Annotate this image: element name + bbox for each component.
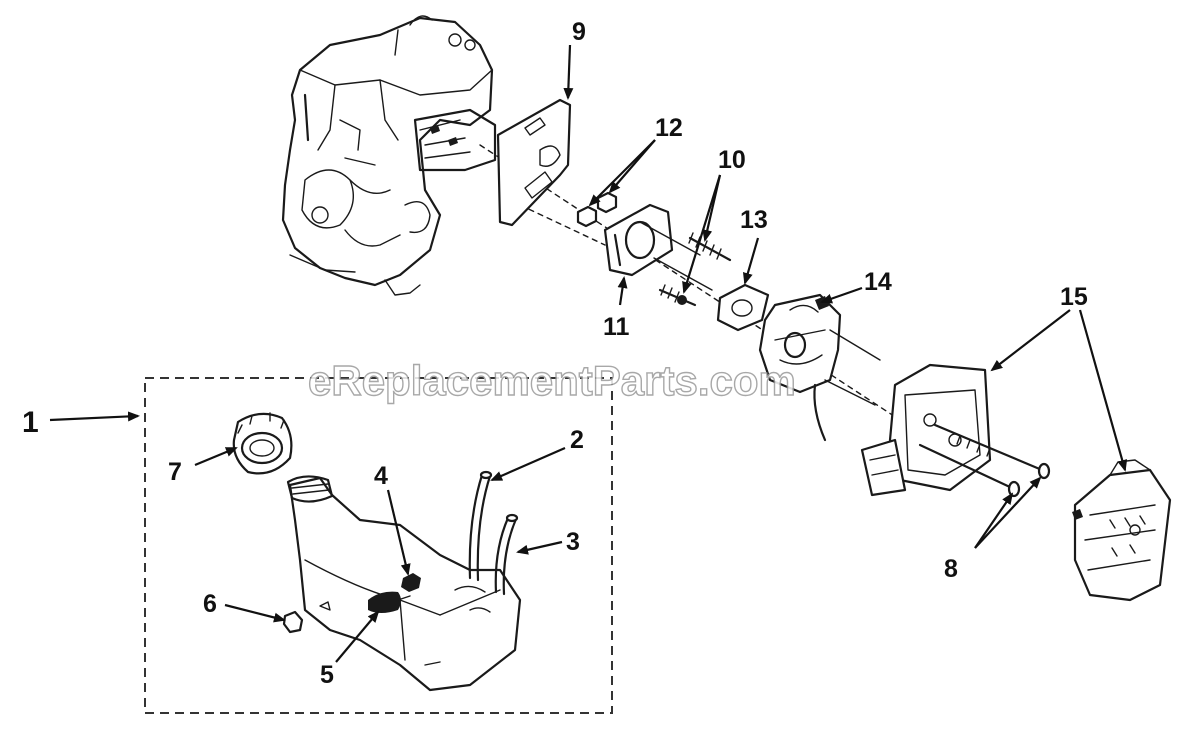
fuel-tank-kit-box: [144, 377, 613, 714]
callout-1: 1: [22, 406, 39, 439]
callout-12: 12: [655, 114, 683, 142]
callout-9: 9: [572, 18, 586, 46]
callout-2: 2: [570, 426, 584, 454]
gasket-plate: [496, 98, 572, 227]
callout-11: 11: [603, 313, 630, 341]
callout-3: 3: [566, 528, 580, 556]
grommet: [401, 573, 421, 592]
nuts: [576, 191, 618, 228]
gasket: [716, 283, 770, 332]
callout-5: 5: [320, 661, 334, 689]
fuel-lines: [468, 470, 519, 596]
fuel-cap: [232, 412, 293, 475]
screws: [918, 423, 1051, 498]
callout-10: 10: [718, 146, 746, 174]
studs: [658, 232, 732, 307]
adapter: [603, 203, 713, 291]
callout-13: 13: [740, 206, 768, 234]
air-cleaner-cover: [1072, 459, 1172, 602]
fuel-filter: [368, 591, 411, 613]
callout-4: 4: [374, 462, 388, 490]
carburetor: [758, 293, 881, 442]
callouts: 1 2 3 4 5 6 7 8 9 10 11 12 13 14 15: [22, 18, 1088, 689]
engine-block: [281, 15, 497, 296]
callout-6: 6: [203, 590, 217, 618]
callout-8: 8: [944, 555, 958, 583]
callout-7: 7: [168, 458, 182, 486]
leader-lines: [49, 44, 1128, 663]
watermark: eReplacementParts.com: [308, 357, 796, 404]
clip: [282, 601, 331, 634]
callout-14: 14: [864, 268, 892, 296]
callout-15: 15: [1060, 283, 1088, 311]
air-cleaner-base: [860, 363, 992, 497]
